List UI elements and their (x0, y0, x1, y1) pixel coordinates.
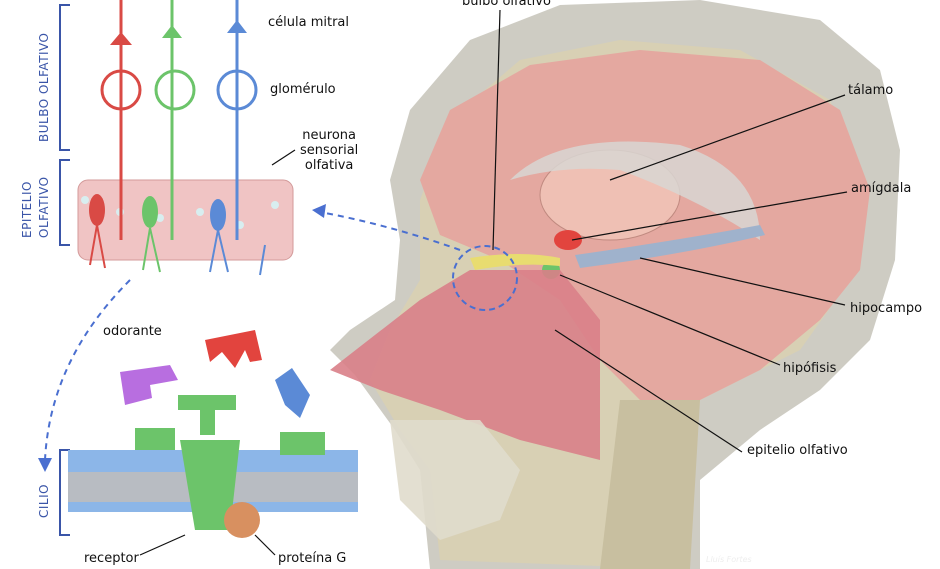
label-hipofisis: hipófisis (783, 361, 837, 376)
label-epitelio-olfativo: epitelio olfativo (747, 443, 848, 458)
epithelium-block (77, 179, 294, 261)
neuron-red (89, 0, 142, 269)
dashed-arrow-to-cilium (44, 279, 131, 461)
label-line: sensorial (300, 143, 359, 158)
odorant-red (205, 330, 262, 368)
label-neurona-sensorial: neurona sensorial olfativa (300, 128, 358, 173)
label-odorante: odorante (103, 324, 162, 339)
side-label-bulbo: BULBO OLFATIVO (37, 32, 51, 142)
receptor (180, 440, 240, 530)
lateral-ventricle (510, 141, 760, 240)
g-protein (224, 502, 260, 538)
amygdala (554, 230, 582, 250)
jaw (390, 420, 520, 540)
label-glomerulo: glomérulo (270, 82, 336, 97)
side-label-cilio: CILIO (37, 483, 51, 518)
brackets (59, 4, 70, 536)
signature: Lluís Fortes (706, 555, 752, 564)
side-label-epitelio-2: OLFATIVO (37, 176, 51, 238)
odorant-purple (120, 365, 178, 405)
receptor-side-right (280, 432, 325, 455)
label-celula-mitral: célula mitral (268, 15, 350, 30)
leader-lines (139, 9, 848, 556)
bulb-highlight-circle (452, 245, 518, 311)
olfactory-bulb (470, 254, 560, 270)
label-amigdala: amígdala (851, 181, 912, 196)
receptor-side-left (135, 428, 175, 450)
label-receptor: receptor (84, 551, 139, 566)
odorant-blue (275, 368, 310, 418)
label-proteina-g: proteína G (278, 551, 347, 566)
label-line: olfativa (304, 158, 354, 173)
arrowhead (312, 204, 326, 218)
label-hipocampo: hipocampo (850, 301, 923, 316)
neuron-green (142, 0, 196, 273)
label-bulbo-olfativo: bulbo olfativo (462, 0, 551, 9)
label-talamo: tálamo (848, 83, 894, 98)
arrowhead (38, 458, 52, 472)
odorant-bound (178, 395, 236, 435)
label-line: neurona (302, 128, 356, 143)
nasal-cavity (330, 270, 600, 460)
hippocampus (575, 225, 765, 268)
neuron-blue (209, 0, 266, 276)
spine (600, 400, 700, 569)
side-label-epitelio-1: EPITELIO (20, 181, 34, 238)
